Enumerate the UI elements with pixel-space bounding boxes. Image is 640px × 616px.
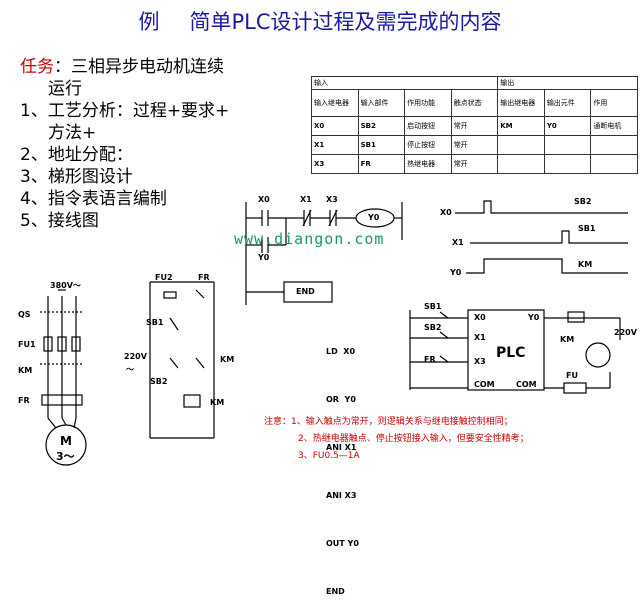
timing-label: SB1 (578, 224, 596, 233)
table-row: X1 SB1 停止按钮 常开 (311, 135, 638, 155)
cc-label: FU2 (155, 273, 173, 282)
step-1-cont: 方法+ (48, 123, 97, 143)
diagram-lines (40, 200, 628, 466)
wiring-device: SB1 (424, 302, 442, 311)
ladder-parallel: Y0 (258, 253, 270, 262)
mc-label: QS (18, 310, 31, 319)
instr: OR Y0 (326, 395, 356, 404)
motor-sub: 3～ (56, 450, 75, 463)
notes: 注意：1、输入触点为常开，则逻辑关系与继电接触控制相同； 2、热继电器触点、停止… (264, 414, 529, 465)
page-title: 例 简单PLC设计过程及需完成的内容 (0, 6, 640, 36)
mc-label: FU1 (18, 340, 36, 349)
wiring-device: FR (424, 355, 436, 364)
step-task: 任务：三相异步电动机连续 (20, 56, 310, 78)
io-cell: 常开 (450, 154, 499, 174)
plc-term: COM (474, 380, 495, 389)
supply-label: 380V～ (50, 281, 81, 290)
io-table: 输入 输出 输入继电器 输入部件 作用功能 触点状态 输出继电器 输出元件 作用… (310, 76, 638, 174)
plc-term: X1 (474, 333, 486, 342)
cc-voltage: 220V (124, 352, 147, 361)
ac-source-icon (585, 342, 611, 368)
io-cell: X3 (311, 154, 359, 174)
cc-tilde: ～ (126, 365, 134, 374)
instr: END (326, 587, 345, 596)
mc-label: KM (18, 366, 33, 375)
instr: OUT Y0 (326, 539, 359, 548)
io-col: 输入继电器 (311, 89, 359, 117)
step-4: 4、指令表语言编制 (20, 189, 167, 209)
instr: ANI X3 (326, 491, 357, 500)
io-col: 输入部件 (357, 89, 406, 117)
timing-label: KM (578, 260, 593, 269)
ladder-contact: X0 (258, 195, 270, 204)
note-line: 3、FU0.5—1A (298, 451, 360, 461)
ladder-end: END (296, 287, 315, 296)
wiring-voltage: 220V (614, 328, 637, 337)
plc-box (467, 309, 545, 391)
step-2: 2、地址分配： (20, 145, 133, 165)
table-row: X3 FR 热继电器 常开 (311, 154, 638, 174)
timing-signal: X0 (440, 208, 452, 217)
step-5: 5、接线图 (20, 211, 99, 231)
plc-term: X3 (474, 357, 486, 366)
task-cont: 运行 (48, 79, 82, 99)
task-key: 任务 (20, 57, 54, 77)
io-col: 作用功能 (404, 89, 452, 117)
note-line: 2、热继电器触点、停止按钮接入输入，但要安全性精考； (298, 434, 529, 444)
timing-signal: Y0 (450, 268, 462, 277)
task-text: ：三相异步电动机连续 (54, 57, 224, 77)
table-row: X0 SB2 启动按钮 常开 KM Y0 通断电机 (311, 116, 638, 136)
instr: ANI X1 (326, 443, 357, 452)
mc-label: FR (18, 396, 30, 405)
io-col: 作用 (590, 89, 638, 117)
main-circuit (40, 289, 87, 466)
io-cell: 热继电器 (404, 154, 452, 174)
wiring-fu: FU (566, 371, 578, 380)
plc-term: COM (516, 380, 537, 389)
ladder-diagram (245, 202, 403, 305)
steps-list: 任务：三相异步电动机连续 运行 1、工艺分析：过程+要求+ 方法+ 2、地址分配… (20, 56, 310, 232)
cc-label: KM (210, 398, 225, 407)
cc-label: FR (198, 273, 210, 282)
io-cell (590, 154, 638, 174)
wiring-device: SB2 (424, 323, 442, 332)
note-line: 注意：1、输入触点为常开，则逻辑关系与继电接触控制相同； (264, 417, 513, 427)
control-circuit (149, 281, 215, 439)
timing-label: SB2 (574, 197, 592, 206)
plc-term: Y0 (528, 313, 540, 322)
title-text: 简单PLC设计过程及需完成的内容 (189, 10, 502, 34)
plc-label: PLC (496, 345, 526, 361)
watermark: www.diangon.com (234, 230, 385, 248)
motor-label: M (60, 434, 72, 448)
timing-signal: X1 (452, 238, 464, 247)
end-box (283, 281, 333, 303)
instr: LD X0 (326, 347, 356, 356)
wiring-km: KM (560, 335, 575, 344)
cc-label: SB2 (150, 377, 168, 386)
timing-diagram (455, 200, 628, 274)
cc-label: SB1 (146, 318, 164, 327)
title-prefix: 例 (138, 10, 160, 34)
ladder-coil: Y0 (368, 213, 380, 222)
plc-term: X0 (474, 313, 486, 322)
io-cell: FR (357, 154, 406, 174)
ladder-contact: X1 (300, 195, 312, 204)
step-3: 3、梯形图设计 (20, 167, 133, 187)
plc-wiring (409, 309, 621, 394)
cc-label: KM (220, 355, 235, 364)
ladder-contact: X3 (326, 195, 338, 204)
step-1: 1、工艺分析：过程+要求+ (20, 101, 230, 121)
